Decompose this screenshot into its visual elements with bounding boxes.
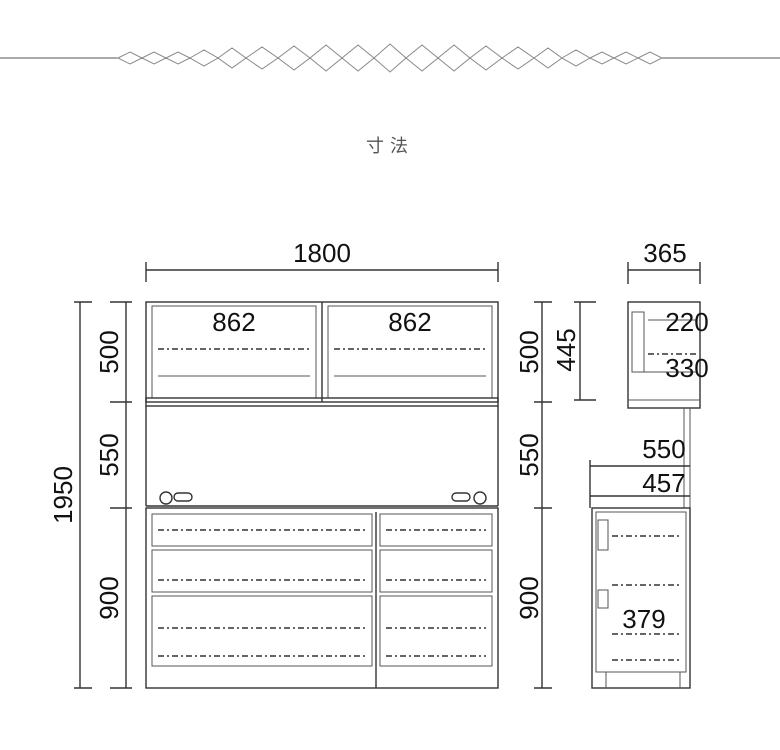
upper-door-left-width-label: 862 xyxy=(212,307,255,337)
page-title: 寸法 xyxy=(366,136,414,157)
upper-shelf-depth-label: 220 xyxy=(665,307,708,337)
upper-door-right-width-label: 862 xyxy=(388,307,431,337)
front-view: 1800 862 862 xyxy=(48,238,499,689)
counter-depth-label: 457 xyxy=(642,468,685,498)
outlet-icon xyxy=(159,491,173,505)
middle-height-label: 550 xyxy=(94,433,124,476)
side-middle-height-label: 550 xyxy=(514,433,544,476)
side-lower-height-label: 900 xyxy=(514,576,544,619)
ornament-divider xyxy=(0,43,780,73)
upper-inner-depth-label: 330 xyxy=(665,353,708,383)
side-depth-label: 365 xyxy=(643,238,686,268)
lower-depth-label: 550 xyxy=(642,434,685,464)
upper-height-label: 500 xyxy=(94,330,124,373)
total-height-label: 1950 xyxy=(48,466,78,524)
outlet-icon xyxy=(473,491,487,505)
lower-height-label: 900 xyxy=(94,576,124,619)
side-upper-height-label: 500 xyxy=(514,330,544,373)
front-width-label: 1800 xyxy=(293,238,351,268)
side-upper-inner-height-label: 445 xyxy=(551,328,581,371)
side-view: 365 220 330 500 445 550 900 550 457 xyxy=(514,238,709,689)
outlet-icon xyxy=(173,492,193,502)
lower-inner-depth-label: 379 xyxy=(622,604,665,634)
outlet-icon xyxy=(451,492,471,502)
